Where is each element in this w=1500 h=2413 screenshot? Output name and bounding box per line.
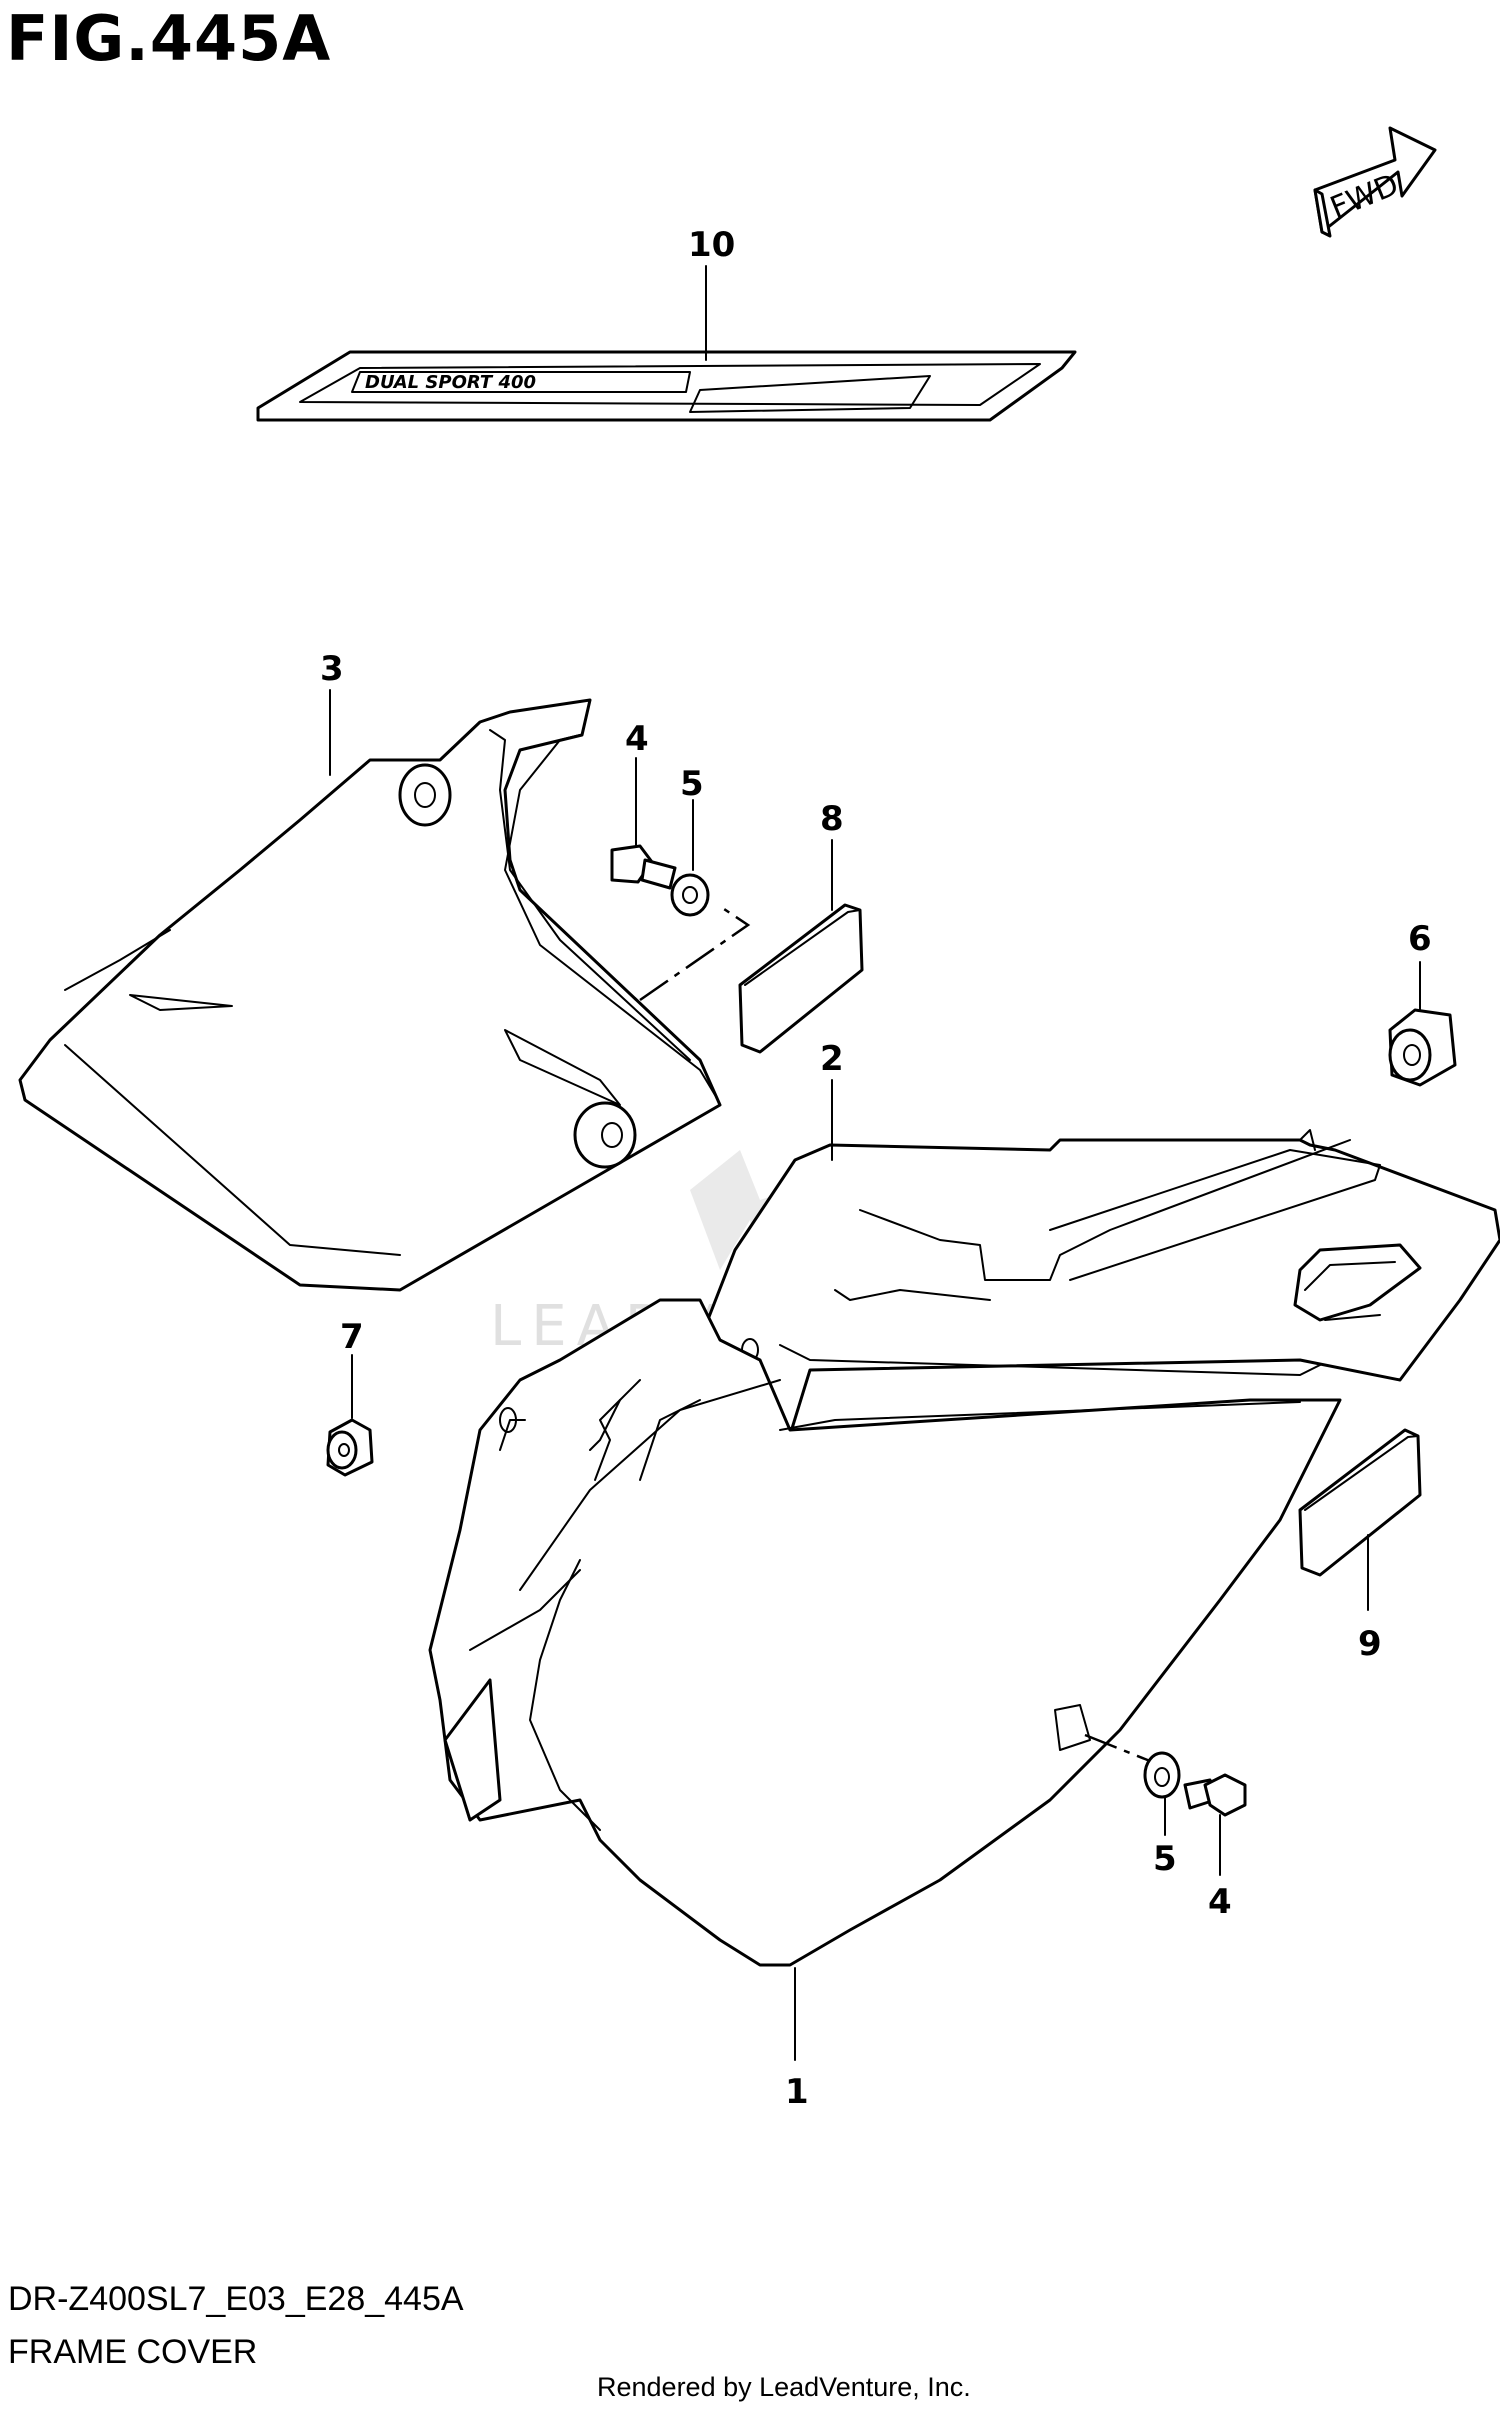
part-2-upper-cover bbox=[688, 1129, 1500, 1442]
part-5-washer-bottom bbox=[1143, 1751, 1181, 1799]
part-6-grommet bbox=[1388, 1008, 1457, 1087]
callout-5-top: 5 bbox=[680, 764, 704, 804]
section-name: FRAME COVER bbox=[8, 2333, 258, 2371]
callout-9: 9 bbox=[1358, 1624, 1382, 1664]
callout-4-top: 4 bbox=[625, 719, 649, 759]
model-code: DR-Z400SL7_E03_E28_445A bbox=[8, 2280, 464, 2318]
part-4-bolt-top bbox=[610, 844, 677, 890]
fwd-direction-badge: FWD bbox=[1313, 126, 1437, 238]
part-10-decal: DUAL SPORT 400 bbox=[256, 350, 1077, 422]
part-1-side-cover bbox=[428, 1298, 1342, 1967]
figure-title: FIG.445A bbox=[6, 2, 332, 75]
part-8-pad bbox=[738, 903, 864, 1054]
callout-1: 1 bbox=[785, 2072, 809, 2112]
part-3-left-frame-cover bbox=[18, 698, 722, 1292]
callout-7: 7 bbox=[340, 1317, 364, 1357]
callout-6: 6 bbox=[1408, 919, 1432, 959]
part-9-pad bbox=[1298, 1428, 1422, 1577]
callout-3: 3 bbox=[320, 649, 344, 689]
callout-10: 10 bbox=[688, 225, 735, 265]
callout-5-bottom: 5 bbox=[1153, 1839, 1177, 1879]
part-5-washer-top bbox=[670, 873, 710, 917]
callout-2: 2 bbox=[820, 1039, 844, 1079]
callout-8: 8 bbox=[820, 799, 844, 839]
decal-label: DUAL SPORT 400 bbox=[365, 372, 536, 393]
part-7-grommet bbox=[326, 1418, 374, 1477]
callout-4-bottom: 4 bbox=[1208, 1882, 1232, 1922]
render-credit: Rendered by LeadVenture, Inc. bbox=[597, 2372, 971, 2402]
part-4-bolt-bottom bbox=[1183, 1773, 1247, 1817]
